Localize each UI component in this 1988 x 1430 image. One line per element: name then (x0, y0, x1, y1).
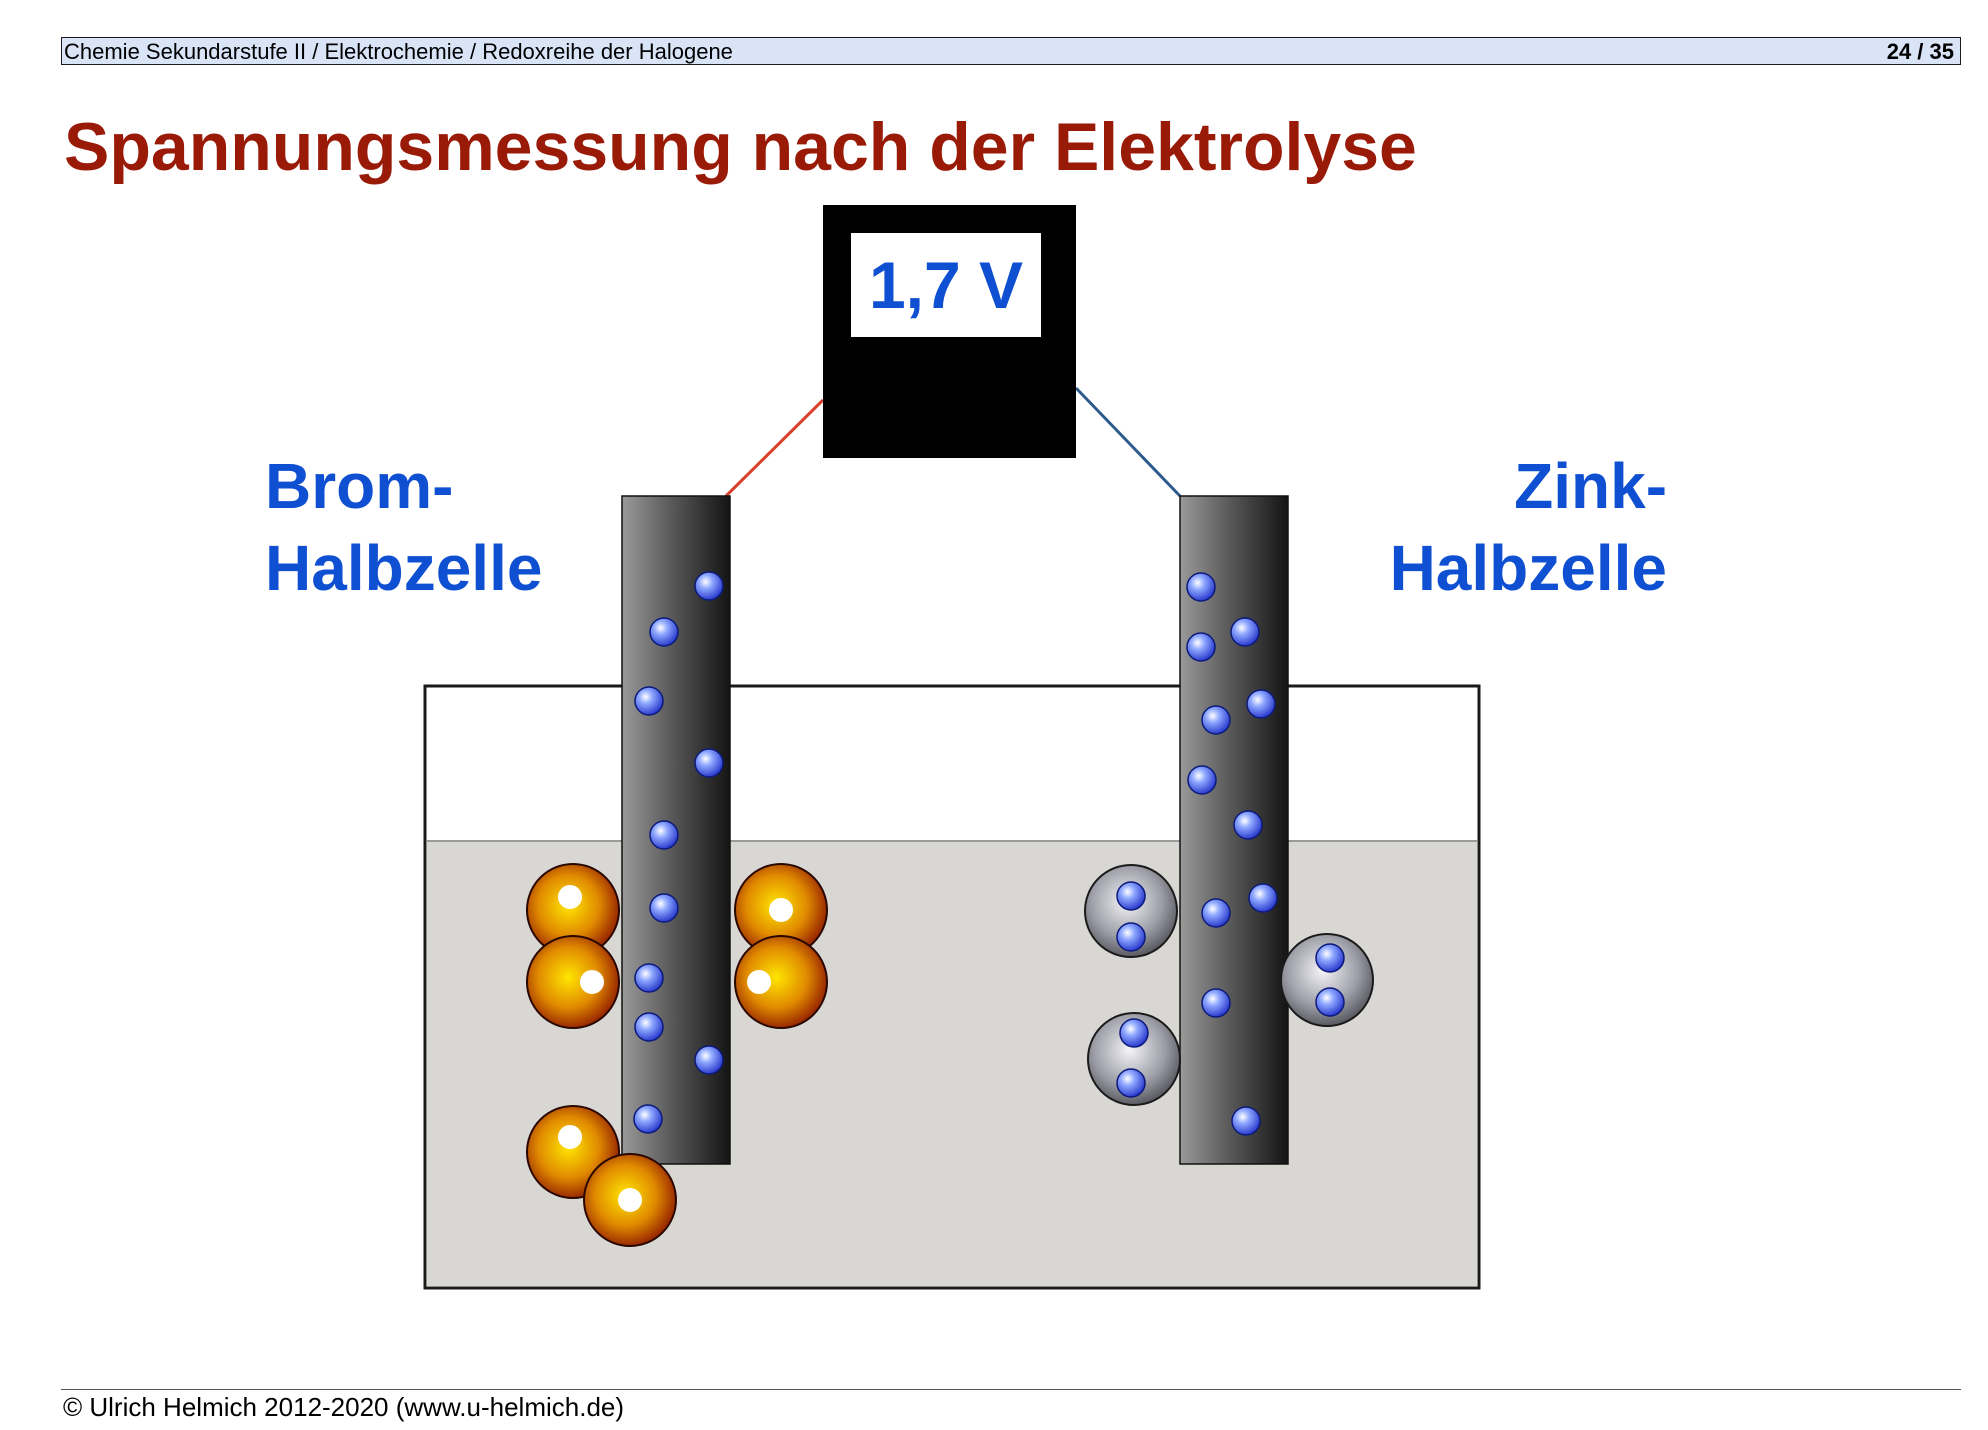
electron (1186, 572, 1216, 602)
bromide-ion (734, 863, 828, 957)
electron (1246, 689, 1276, 719)
electron (1248, 883, 1278, 913)
electron (1201, 705, 1231, 735)
page-number: 24 / 35 (1886, 39, 1954, 64)
label-line: Zink- (1514, 450, 1667, 522)
bromide-ion (734, 935, 828, 1029)
header-bar: Chemie Sekundarstufe II / Elektrochemie … (61, 37, 1961, 65)
electron (694, 748, 724, 778)
electron (634, 963, 664, 993)
electron (649, 617, 679, 647)
electron (1187, 765, 1217, 795)
wire-left (724, 398, 825, 498)
voltmeter-display: 1,7 V (851, 233, 1041, 337)
zinc-ion (1280, 933, 1374, 1027)
label-brom-halbzelle: Brom- Halbzelle (265, 445, 542, 609)
electron (1186, 632, 1216, 662)
footer-divider (61, 1389, 1961, 1390)
electron (1231, 1106, 1261, 1136)
label-line: Brom- (265, 450, 454, 522)
voltmeter: 1,7 V (823, 205, 1076, 458)
electron (649, 893, 679, 923)
breadcrumb: Chemie Sekundarstufe II / Elektrochemie … (64, 39, 733, 64)
zinc-ion (1087, 1012, 1181, 1106)
electrons-left (633, 571, 724, 1134)
zinc-ion (1084, 864, 1178, 958)
label-line: Halbzelle (265, 532, 543, 604)
voltage-reading: 1,7 V (868, 248, 1024, 322)
zinc-ions (1084, 864, 1374, 1106)
footer-copyright: © Ulrich Helmich 2012-2020 (www.u-helmic… (63, 1392, 625, 1422)
electron (1201, 898, 1231, 928)
electrons-right (1186, 572, 1278, 1136)
electron (634, 1012, 664, 1042)
wire-right (1074, 386, 1182, 498)
electron (633, 1104, 663, 1134)
electron (649, 820, 679, 850)
electrode-right (1179, 495, 1289, 1165)
bromide-ion (583, 1153, 677, 1247)
electron (1233, 810, 1263, 840)
electron (694, 571, 724, 601)
label-line: Halbzelle (1389, 532, 1667, 604)
electron (1201, 988, 1231, 1018)
electron (634, 686, 664, 716)
electron (694, 1045, 724, 1075)
label-zink-halbzelle: Zink- Halbzelle (1390, 445, 1667, 609)
bromide-ions (526, 863, 828, 1247)
bromide-ion (526, 935, 620, 1029)
electron (1230, 617, 1260, 647)
page-title: Spannungsmessung nach der Elektrolyse (64, 109, 1417, 185)
